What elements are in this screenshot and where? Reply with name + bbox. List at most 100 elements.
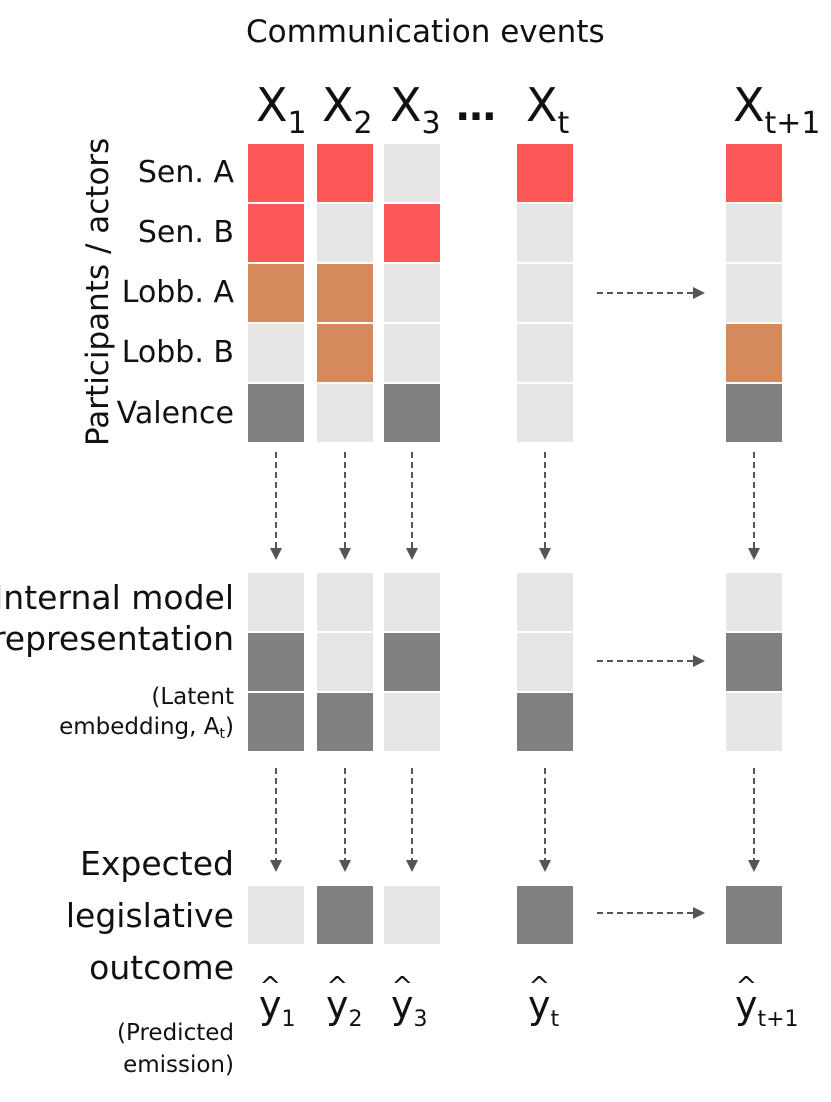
diagram-title: Communication events: [246, 14, 605, 50]
yhat-label-2: ^y2: [326, 972, 363, 1031]
outcome-cell-x2: [317, 886, 373, 944]
yhat-label-3-hat: ^: [391, 972, 414, 1002]
yhat-label-t: ^yt: [528, 972, 559, 1031]
yhat-label-2-sub: 2: [348, 1007, 363, 1032]
latent-note-line2: embedding, At): [59, 712, 234, 742]
yhat-label-t1-letter: y: [735, 983, 758, 1027]
latent-cell-x1-row3: [248, 693, 304, 751]
event-cell-x1-row3: [248, 264, 304, 322]
latent-cell-x2-row3: [317, 693, 373, 751]
event-cell-x2-row3: [317, 264, 373, 322]
column-header-xt1-base: X: [733, 78, 765, 132]
event-cell-xt1-row5: [726, 384, 782, 442]
latent-cell-x3-row3: [384, 693, 440, 751]
event-cell-xt-row5: [517, 384, 573, 442]
latent-cell-x2-row1: [317, 573, 373, 631]
latent-cell-xt-row1: [517, 573, 573, 631]
event-cell-xt-row4: [517, 324, 573, 382]
row-label-valence: Valence: [116, 396, 234, 431]
yhat-label-t1-base: ^y: [735, 972, 758, 1027]
yhat-label-t-letter: y: [528, 983, 551, 1027]
event-cell-x3-row4: [384, 324, 440, 382]
yhat-label-2-letter: y: [326, 983, 349, 1027]
event-cell-x3-row3: [384, 264, 440, 322]
row-label-lobb-a: Lobb. A: [121, 275, 234, 310]
yhat-label-1-sub: 1: [281, 1007, 296, 1032]
latent-note-line1: (Latent: [151, 684, 234, 710]
latent-cell-xt1-row2: [726, 633, 782, 691]
event-cell-x2-row5: [317, 384, 373, 442]
event-cell-x1-row2: [248, 204, 304, 262]
column-header-x1-sub: 1: [287, 106, 307, 141]
column-header-xt-sub: t: [557, 106, 570, 141]
event-cell-x1-row1: [248, 144, 304, 202]
latent-cell-x1-row1: [248, 573, 304, 631]
latent-cell-x3-row2: [384, 633, 440, 691]
yhat-label-t-sub: t: [550, 1007, 560, 1032]
predicted-note-line1: (Predicted: [117, 1020, 234, 1046]
row-label-lobb-b: Lobb. B: [121, 335, 234, 370]
column-header-x2: X2: [322, 82, 373, 139]
latent-note-text: embedding, A: [59, 714, 220, 740]
column-header-xt1: Xt+1: [733, 82, 821, 139]
row-label-sen-b: Sen. B: [137, 215, 234, 250]
event-cell-xt-row3: [517, 264, 573, 322]
event-cell-x3-row1: [384, 144, 440, 202]
latent-note-end: ): [225, 714, 234, 740]
yhat-label-2-base: ^y: [326, 972, 349, 1027]
yhat-label-3: ^y3: [391, 972, 428, 1031]
column-header-xt: Xt: [526, 82, 569, 139]
latent-note-sub: t: [219, 726, 226, 742]
event-cell-x1-row4: [248, 324, 304, 382]
outcome-cell-x3: [384, 886, 440, 944]
column-header-x2-base: X: [322, 78, 354, 132]
latent-cell-xt1-row1: [726, 573, 782, 631]
yhat-label-t1: ^yt+1: [735, 972, 799, 1031]
column-header-x3-sub: 3: [421, 106, 441, 141]
latent-cell-xt-row2: [517, 633, 573, 691]
internal-label-line1: Internal model: [0, 578, 234, 617]
column-header-x3-base: X: [390, 78, 422, 132]
event-cell-xt-row2: [517, 204, 573, 262]
event-cell-xt-row1: [517, 144, 573, 202]
column-header-xt-base: X: [526, 78, 558, 132]
outcome-label-line1: Expected: [80, 844, 234, 883]
yhat-label-2-hat: ^: [326, 972, 349, 1002]
column-header-x1: X1: [256, 82, 307, 139]
outcome-cell-xt1: [726, 886, 782, 944]
column-header-x2-sub: 2: [353, 106, 373, 141]
column-header-xt1-sub: t+1: [764, 106, 821, 141]
event-cell-xt1-row4: [726, 324, 782, 382]
column-ellipsis: …: [456, 84, 498, 130]
outcome-label-line3: outcome: [89, 948, 234, 987]
column-header-x1-base: X: [256, 78, 288, 132]
yhat-label-1: ^y1: [259, 972, 296, 1031]
yhat-label-t1-hat: ^: [735, 972, 758, 1002]
event-cell-xt1-row3: [726, 264, 782, 322]
yhat-label-1-base: ^y: [259, 972, 282, 1027]
yhat-label-t1-sub: t+1: [757, 1007, 799, 1032]
event-cell-x3-row5: [384, 384, 440, 442]
yhat-label-1-letter: y: [259, 983, 282, 1027]
event-cell-xt1-row2: [726, 204, 782, 262]
outcome-cell-xt: [517, 886, 573, 944]
yhat-label-1-hat: ^: [259, 972, 282, 1002]
outcome-cell-x1: [248, 886, 304, 944]
event-cell-x2-row2: [317, 204, 373, 262]
latent-cell-xt1-row3: [726, 693, 782, 751]
yhat-label-3-base: ^y: [391, 972, 414, 1024]
outcome-label-line2: legislative: [65, 896, 234, 935]
event-cell-xt1-row1: [726, 144, 782, 202]
internal-label-line2: representation: [0, 619, 234, 658]
latent-cell-x1-row2: [248, 633, 304, 691]
event-cell-x2-row1: [317, 144, 373, 202]
row-label-sen-a: Sen. A: [137, 155, 234, 190]
latent-cell-xt-row3: [517, 693, 573, 751]
event-cell-x3-row2: [384, 204, 440, 262]
latent-cell-x2-row2: [317, 633, 373, 691]
yhat-label-3-sub: 3: [413, 1007, 428, 1032]
column-header-x3: X3: [390, 82, 441, 139]
event-cell-x1-row5: [248, 384, 304, 442]
